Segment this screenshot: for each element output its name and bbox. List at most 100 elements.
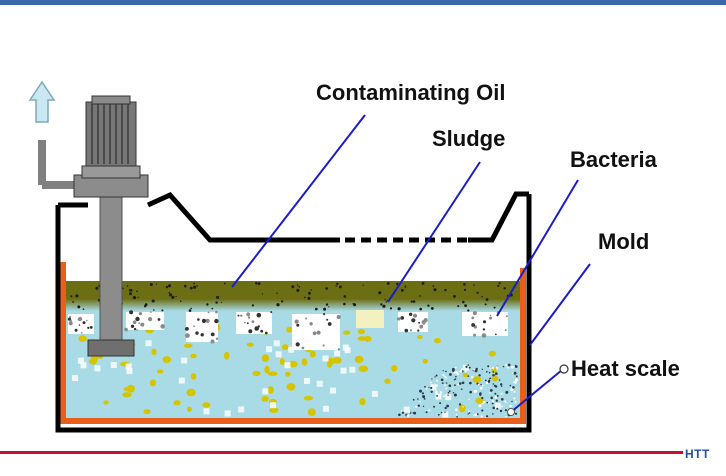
scale-grain [513,371,517,375]
heat-scale-marker-icon [559,364,569,374]
oil-speck [220,301,222,304]
scale-grain [489,392,491,394]
oil-speck [335,285,337,287]
tank-lid [146,191,340,243]
pump-shaft [99,194,123,344]
oil-speck [211,307,214,310]
scale-grain [398,413,401,417]
scale-grain [415,405,418,408]
bacteria-colony [292,314,340,350]
scale-grain [491,366,495,370]
mold-speck [157,318,161,321]
scale-grain [499,409,503,413]
scale-grain [455,414,458,416]
scale-grain [458,382,462,385]
bacteria-colonies [68,310,508,350]
mold-fleck [435,393,442,400]
mold-specks [67,282,513,351]
sludge-particle [433,337,441,344]
scale-grain [461,381,465,385]
oil-speck [129,292,132,296]
scale-grain [492,371,495,373]
oil-speck [132,296,136,300]
scale-grain [421,392,424,395]
scale-grain [464,370,467,373]
mold-speck [295,342,300,347]
mold-speck [471,323,475,327]
mold-speck [409,329,412,332]
mold-fleck [494,403,501,409]
mold-speck [244,321,246,324]
mold-fleck [178,377,185,384]
scale-grain [510,388,514,392]
oil-speck [315,307,318,311]
oil-speck [405,285,407,287]
scale-grain [514,400,517,403]
pump-impeller [87,339,135,357]
scale-grain [488,371,491,374]
oil-speck [224,282,226,285]
mold-fleck [238,406,245,413]
scale-grain [430,381,432,384]
pump [38,95,149,357]
scale-grain [446,404,449,408]
scale-grain [428,386,430,388]
oil-speck [404,286,407,288]
sludge-particle [327,359,333,368]
mold-fleck [430,384,437,391]
oil-speck [298,285,301,288]
label-bacteria: Bacteria [570,147,657,172]
scale-grain [444,406,447,410]
oil-speck [352,303,355,305]
scale-grain [495,366,499,369]
scale-grain [419,401,421,403]
mold-speck [215,310,218,314]
oil-speck [421,282,425,285]
mold-speck [411,318,416,323]
oil-speck [144,305,147,308]
leader-mold [529,263,591,346]
scale-grain [511,365,514,369]
oil-speck [463,283,466,286]
oil-speck [419,295,421,297]
mold-speck [200,333,204,337]
sludge-particle [190,353,197,359]
oil-speck [291,285,295,289]
mold-fleck [110,362,117,368]
oil-speck [304,296,306,299]
tank-lid-right [468,191,529,243]
scale-grain [486,401,489,404]
scale-grain [486,415,489,418]
mold-fleck [330,387,336,394]
scale-grain [509,384,512,387]
oil-speck [82,308,85,311]
oil-speck [325,303,329,306]
mold-speck [316,330,321,335]
sludge-particle [363,335,372,342]
label-mold: Mold [598,229,650,254]
scale-grain [453,393,457,397]
sludge-particle [149,379,156,387]
scale-grain [452,369,455,372]
sludge-particle [422,358,428,364]
oil-speck [70,295,73,298]
scale-grain [419,389,422,393]
oil-speck [464,304,467,307]
mold-fleck [203,408,210,415]
mold-fleck [80,362,87,369]
scale-grain [506,366,510,369]
scale-grain [448,384,452,388]
sludge-particle [202,402,211,408]
mold-speck [400,316,405,320]
scale-grain [468,366,471,369]
oil-speck [498,282,501,285]
sludge-particle [286,383,296,391]
sludge-particle [491,375,499,382]
oil-speck [412,300,416,303]
scale-grain [480,415,483,418]
scale-grain [492,383,494,385]
mold-speck [68,321,73,326]
scale-grain [430,386,433,390]
oil-speck [165,285,169,289]
mold-speck [150,311,152,313]
